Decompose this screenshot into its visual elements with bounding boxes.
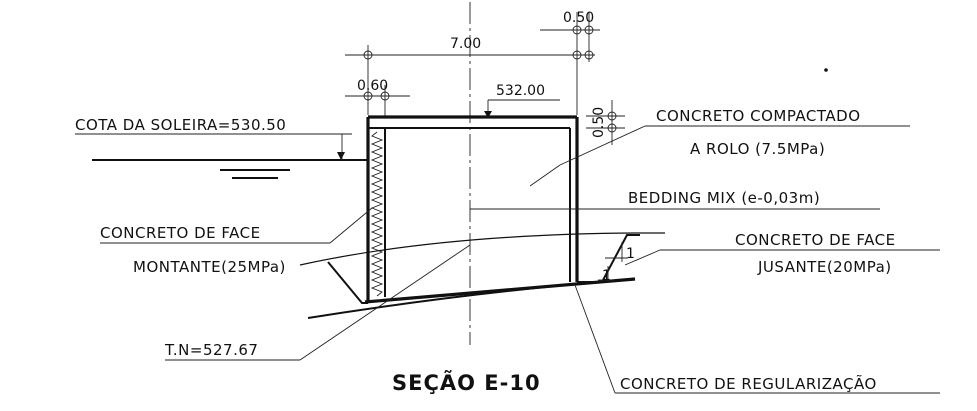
terrain-label: T.N=527.67 [164, 341, 258, 359]
crest-level-callout: COTA DA SOLEIRA=530.50 [75, 116, 352, 160]
downstream-face-callout: CONCRETO DE FACE JUSANTE(20MPa) [624, 231, 940, 276]
reference-dot [824, 68, 828, 72]
offset-dimension: 0.50 [540, 10, 600, 35]
crest-elevation: 532.00 [484, 83, 560, 118]
regularization-callout: CONCRETO DE REGULARIZAÇÃO [574, 284, 940, 394]
slope-label-2: 1 [602, 268, 611, 284]
regularization-label: CONCRETO DE REGULARIZAÇÃO [620, 374, 877, 393]
bedding-label: BEDDING MIX (e-0,03m) [628, 189, 820, 207]
section-title: SEÇÃO E-10 [392, 370, 541, 395]
width-dimension-label: 7.00 [450, 36, 481, 52]
upstream-face-hatch [370, 131, 384, 297]
crest-elevation-label: 532.00 [496, 83, 545, 99]
cap-dimension: 0.50 [586, 100, 625, 145]
upstream-face-label-line1: CONCRETO DE FACE [100, 224, 261, 242]
downstream-face-label-line2: JUSANTE(20MPa) [757, 258, 892, 276]
terrain-callout: T.N=527.67 [164, 244, 471, 361]
rcc-label-line2: A ROLO (7.5MPa) [690, 140, 825, 158]
rcc-label-line1: CONCRETO COMPACTADO [656, 107, 861, 125]
slope-label-1: 1 [626, 246, 635, 262]
rcc-callout: CONCRETO COMPACTADO A ROLO (7.5MPa) [529, 107, 910, 187]
upstream-face-label-line2: MONTANTE(25MPa) [133, 258, 286, 276]
downstream-face-label-line1: CONCRETO DE FACE [735, 231, 896, 249]
crest-level-label: COTA DA SOLEIRA=530.50 [75, 116, 286, 134]
offset-dimension-label: 0.50 [563, 10, 594, 26]
cap-dimension-label: 0.50 [591, 107, 607, 138]
face-dimension-label: 0.60 [357, 78, 388, 94]
upstream-face-callout: CONCRETO DE FACE MONTANTE(25MPa) [100, 207, 373, 276]
face-dimension: 0.60 [345, 78, 410, 118]
width-dimension: 7.00 [345, 12, 595, 115]
bedding-callout: BEDDING MIX (e-0,03m) [628, 189, 820, 207]
water-surface [92, 152, 368, 179]
terrain: 1 1 [299, 232, 666, 319]
